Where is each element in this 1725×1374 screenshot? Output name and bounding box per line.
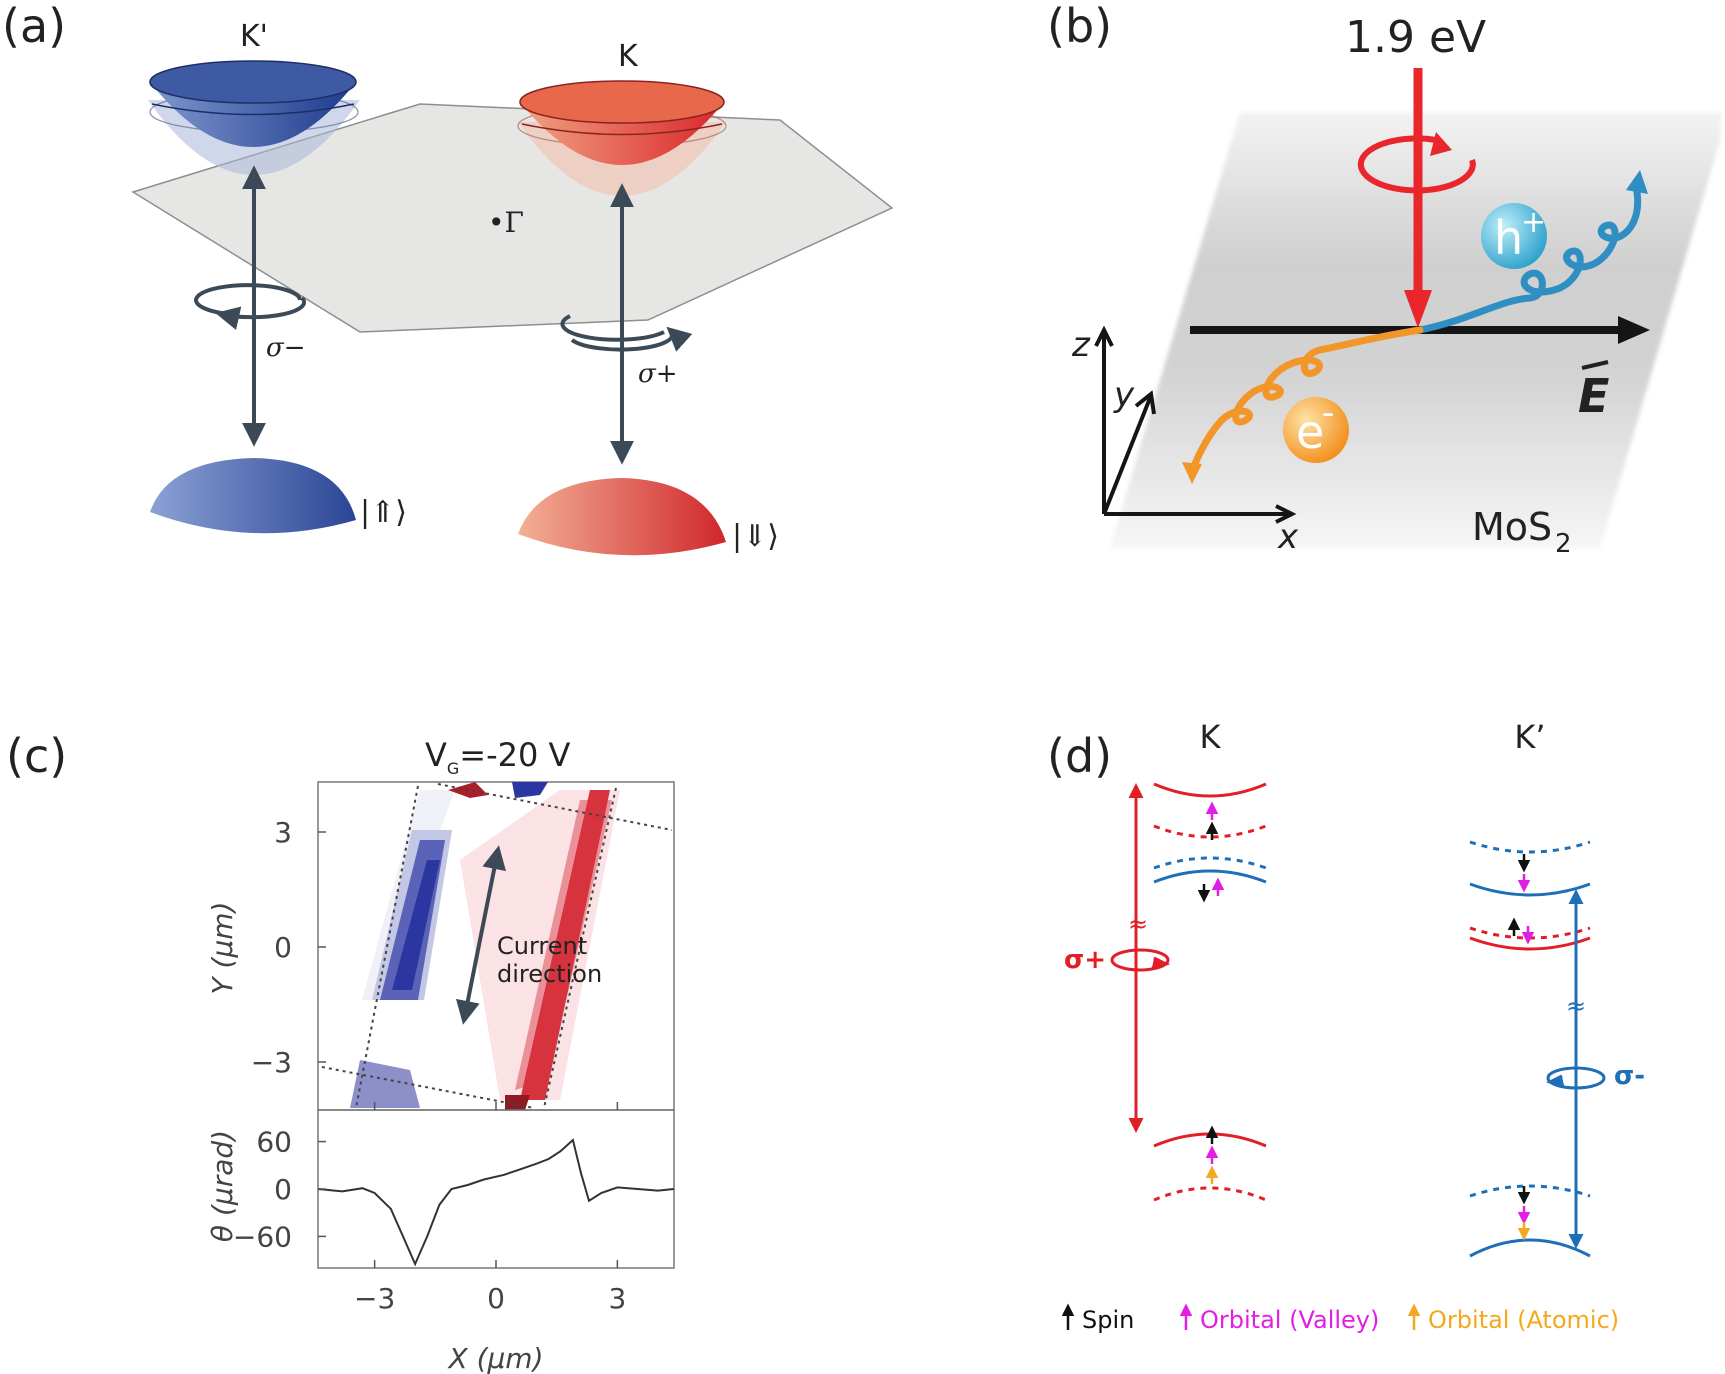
panel-c-label: (c) bbox=[6, 729, 67, 783]
electron-arrow-head bbox=[1182, 462, 1202, 484]
k-valence-band bbox=[518, 478, 726, 556]
legend-orbital-atomic-label: Orbital (Atomic) bbox=[1428, 1306, 1619, 1334]
d-sigma-plus-label: σ+ bbox=[1064, 945, 1106, 975]
x-axis-label: x bbox=[1277, 517, 1299, 557]
map-ylabel: Y (μm) bbox=[206, 902, 239, 995]
hole-trajectory bbox=[1416, 182, 1642, 334]
annotation-line2: direction bbox=[497, 960, 602, 988]
d-k-prime-label: K’ bbox=[1514, 718, 1545, 756]
map-ytick-3: −3 bbox=[251, 1046, 292, 1079]
theta-trace bbox=[317, 1138, 675, 1267]
panel-a: (a) •Γ K' K bbox=[2, 0, 894, 556]
z-axis-label: z bbox=[1071, 325, 1091, 365]
legend-spin-label: Spin bbox=[1082, 1306, 1134, 1334]
legend-orbital-valley: Orbital (Valley) bbox=[1179, 1303, 1379, 1334]
electron-label: e bbox=[1296, 405, 1324, 459]
d-sigma-minus-label: σ- bbox=[1614, 1061, 1645, 1091]
k-conduction-band bbox=[517, 80, 727, 196]
sigma-minus-label: σ− bbox=[266, 333, 306, 363]
d-sigma-plus-ring-icon bbox=[1110, 948, 1171, 972]
panel-b-label: (b) bbox=[1047, 0, 1112, 53]
coordinate-axes bbox=[1094, 325, 1297, 524]
gamma-point-label: •Γ bbox=[488, 206, 524, 239]
theta-trace-line bbox=[317, 1138, 675, 1267]
trace-xtick-label: 0 bbox=[487, 1282, 505, 1315]
y-axis-label: y bbox=[1113, 375, 1135, 415]
field-vector-bar bbox=[1581, 360, 1609, 370]
panel-d-label: (d) bbox=[1047, 729, 1112, 783]
k-approx-mark: ≈ bbox=[1128, 910, 1148, 938]
annotation-line1: Current bbox=[497, 932, 587, 960]
k-valley-bands bbox=[1153, 782, 1267, 1202]
sigma-minus-polarization-icon bbox=[194, 283, 306, 330]
hole-arrow-head bbox=[1626, 170, 1648, 194]
panel-a-label: (a) bbox=[2, 0, 66, 53]
brillouin-zone-plane bbox=[131, 103, 894, 333]
map-y-axis bbox=[318, 831, 326, 1063]
legend: Spin Orbital (Valley) Orbital (Atomic) bbox=[1061, 1303, 1619, 1334]
hole-charge: + bbox=[1521, 205, 1546, 240]
legend-orbital-atomic: Orbital (Atomic) bbox=[1407, 1303, 1619, 1334]
hole-label: h bbox=[1494, 211, 1523, 265]
sigma-plus-polarization-icon bbox=[560, 314, 693, 352]
k-prime-label: K' bbox=[240, 19, 268, 54]
k-prime-conduction-band bbox=[148, 60, 360, 175]
electron-icon bbox=[1283, 397, 1349, 463]
spin-up-label: |⇑⟩ bbox=[360, 495, 407, 530]
hole-icon bbox=[1481, 203, 1547, 269]
k-prime-valley-bands bbox=[1469, 840, 1591, 1258]
map-title: VG=-20 V bbox=[425, 736, 571, 778]
kerr-map bbox=[350, 782, 620, 1110]
field-label: E bbox=[1578, 369, 1609, 423]
trace-ytick-label: 0 bbox=[274, 1173, 292, 1206]
field-arrow-head bbox=[1618, 316, 1650, 344]
trace-xtick-label: −3 bbox=[354, 1282, 395, 1315]
trace-ylabel: θ (μrad) bbox=[206, 1130, 239, 1242]
panel-b: (b) 1.9 eV E h + e - bbox=[1047, 0, 1722, 559]
material-subscript: 2 bbox=[1555, 529, 1572, 559]
current-direction-arrow bbox=[455, 845, 507, 1025]
k-prime-spin-orbital-arrows bbox=[1507, 854, 1535, 1241]
spin-down-label: |⇓⟩ bbox=[732, 519, 779, 554]
k-prime-valence-band bbox=[150, 458, 356, 534]
photon-arrow bbox=[1357, 68, 1476, 328]
legend-orbital-valley-label: Orbital (Valley) bbox=[1200, 1306, 1379, 1334]
d-k-label: K bbox=[1200, 718, 1222, 756]
k-spin-orbital-arrows bbox=[1197, 801, 1225, 1184]
electron-charge: - bbox=[1322, 393, 1334, 433]
panel-c: (c) VG=-20 V Current bbox=[6, 729, 675, 1374]
material-label: MoS bbox=[1472, 505, 1552, 549]
trace-xlabel: X (μm) bbox=[446, 1342, 543, 1374]
trace-frame bbox=[317, 1109, 675, 1269]
trace-axes: 60 0 −60 −3 0 3 bbox=[233, 1102, 626, 1315]
sigma-plus-label: σ+ bbox=[638, 359, 678, 389]
trace-xtick-label: 3 bbox=[608, 1282, 626, 1315]
legend-spin: Spin bbox=[1061, 1303, 1134, 1334]
electron-trajectory bbox=[1188, 326, 1424, 476]
map-ytick-1: 3 bbox=[274, 816, 292, 849]
panel-d: (d) K K’ bbox=[1047, 718, 1645, 1334]
photon-energy-label: 1.9 eV bbox=[1345, 12, 1486, 63]
sample-outline bbox=[321, 783, 673, 1109]
k-label: K bbox=[618, 39, 639, 74]
d-sigma-minus-ring-icon bbox=[1545, 1066, 1606, 1090]
map-ytick-2: 0 bbox=[274, 931, 292, 964]
trace-ytick-label: 60 bbox=[256, 1126, 292, 1159]
k-prime-approx-mark: ≈ bbox=[1566, 992, 1586, 1020]
trace-ytick-label: −60 bbox=[233, 1220, 292, 1253]
